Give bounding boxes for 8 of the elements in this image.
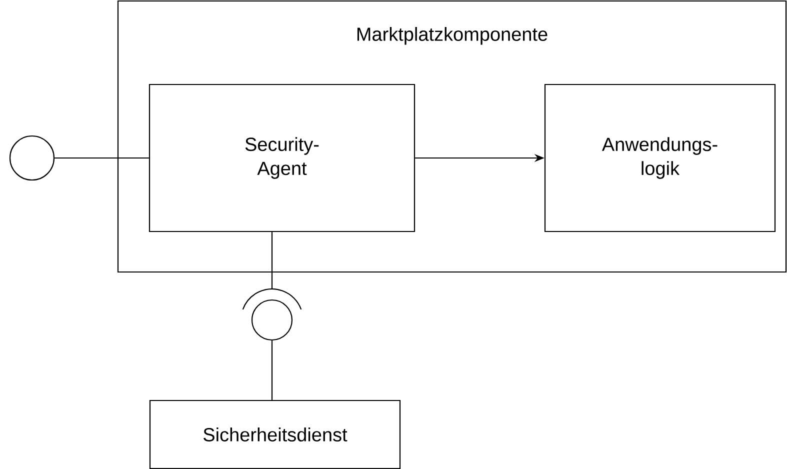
interface-circle <box>251 299 293 341</box>
connector-line <box>271 340 273 400</box>
connector-line <box>271 232 273 289</box>
component-box: Anwendungs- logik <box>544 84 776 232</box>
interface-circle <box>9 135 55 181</box>
connector-line <box>54 157 149 159</box>
component-box: Sicherheitsdienst <box>149 400 401 469</box>
component-box: Security- Agent <box>148 84 416 232</box>
